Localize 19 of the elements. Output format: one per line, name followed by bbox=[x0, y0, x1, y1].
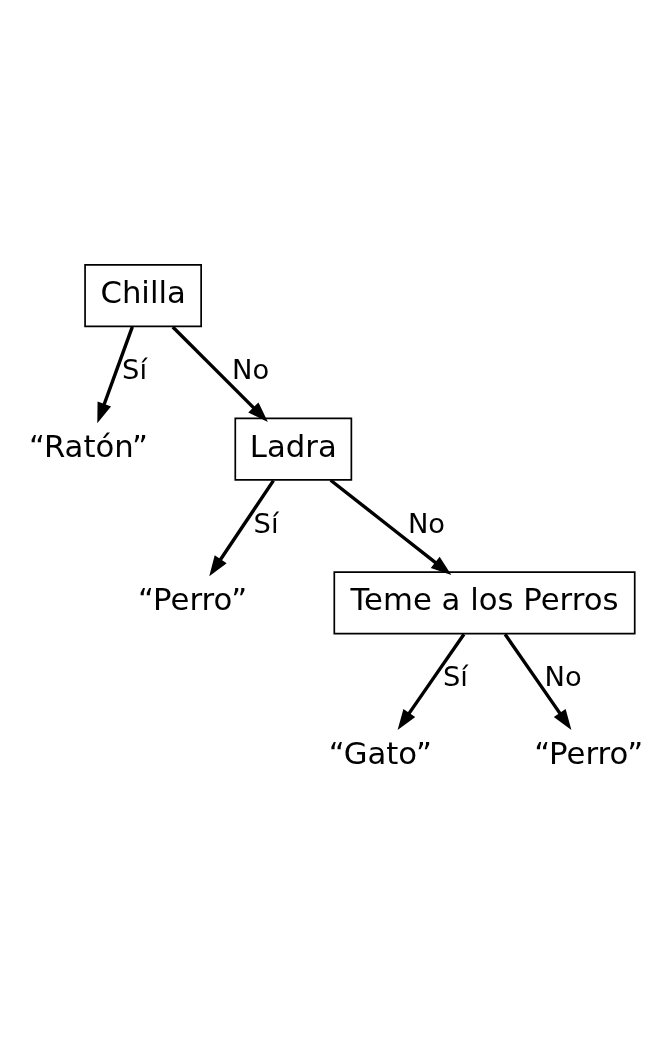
edge-label: Sí bbox=[253, 506, 279, 538]
node-box: Teme a los Perros bbox=[333, 570, 636, 634]
node-text: “Gato” bbox=[328, 734, 432, 771]
arrow bbox=[329, 478, 452, 575]
arrow bbox=[503, 632, 572, 730]
arrow bbox=[171, 325, 268, 422]
node-text: “Perro” bbox=[138, 580, 248, 617]
arrow bbox=[397, 632, 466, 730]
edge-label: Sí bbox=[122, 353, 148, 385]
edge-label: No bbox=[232, 353, 270, 385]
edge-label: No bbox=[544, 660, 582, 692]
node-text: “Ratón” bbox=[28, 427, 148, 464]
edge-label: No bbox=[407, 506, 446, 538]
edge-label: Sí bbox=[443, 660, 468, 692]
node-text: “Perro” bbox=[534, 734, 644, 771]
node-box: Chilla bbox=[84, 263, 202, 327]
arrow bbox=[209, 479, 275, 576]
arrow bbox=[97, 325, 134, 423]
node-box: Ladra bbox=[234, 417, 353, 481]
